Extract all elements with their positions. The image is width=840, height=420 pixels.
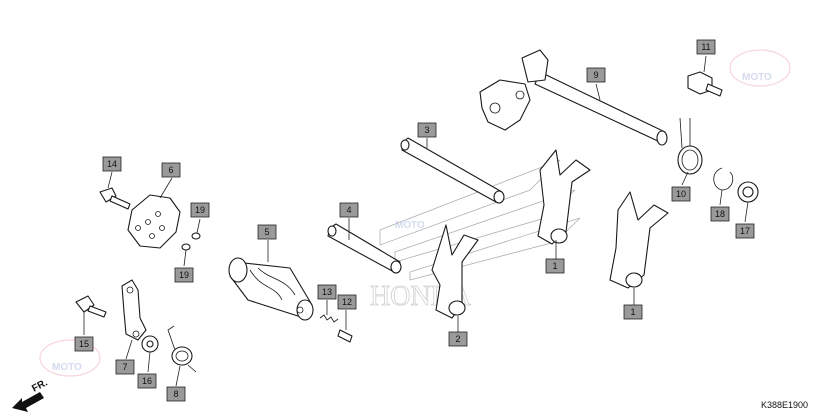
fork-shaft-long: [400, 137, 505, 204]
callout-15: 15: [74, 336, 94, 352]
callout-9: 9: [586, 67, 606, 83]
svg-text:1: 1: [552, 261, 557, 271]
dowel-pin-lower: [181, 243, 191, 251]
callout-8: 8: [166, 386, 186, 402]
svg-text:2: 2: [455, 334, 460, 344]
front-direction-label: FR.: [30, 377, 50, 394]
svg-text:4: 4: [346, 205, 351, 215]
callout-19-upper: 19: [190, 202, 210, 218]
svg-text:19: 19: [179, 270, 189, 280]
callout-4: 4: [339, 202, 359, 218]
bolt-11: [687, 71, 723, 97]
leader-lines: [83, 55, 749, 387]
callout-10: 10: [671, 186, 691, 202]
return-spring: [677, 117, 703, 175]
callout-19-lower: 19: [174, 267, 194, 283]
callout-16: 16: [137, 373, 157, 389]
svg-text:8: 8: [173, 389, 178, 399]
shift-fork-center: [431, 224, 479, 319]
gearshift-spindle: [479, 49, 668, 146]
watermark-text-top: MOTO: [742, 72, 772, 83]
callout-17: 17: [735, 223, 755, 239]
watermark-top-right: MOTO: [729, 49, 791, 87]
callout-1-upper-fork: 1: [545, 258, 565, 274]
shift-fork-upper: [537, 149, 591, 245]
diagram-reference-code: K388E1900: [760, 400, 808, 410]
callout-18: 18: [710, 206, 730, 222]
watermark-text-left: MOTO: [52, 362, 82, 373]
pin-12: [337, 329, 353, 343]
stopper-arm: [121, 279, 147, 341]
washer-17: [737, 181, 759, 203]
front-direction-arrow-icon: FR.: [12, 377, 50, 412]
svg-text:19: 19: [195, 205, 205, 215]
svg-text:11: 11: [701, 42, 710, 52]
svg-text:16: 16: [142, 376, 152, 386]
fork-shaft-short: [327, 223, 402, 274]
svg-text:6: 6: [168, 165, 173, 175]
svg-text:10: 10: [676, 189, 686, 199]
svg-text:9: 9: [593, 70, 598, 80]
watermark-left: MOTO: [39, 339, 101, 377]
svg-text:7: 7: [122, 362, 127, 372]
callout-5: 5: [257, 224, 277, 240]
bolt-15: [75, 295, 107, 318]
svg-text:1: 1: [630, 307, 635, 317]
callout-2: 2: [448, 331, 468, 347]
shift-fork-lower: [609, 191, 669, 289]
callout-3: 3: [417, 122, 437, 138]
svg-text:14: 14: [107, 159, 117, 169]
callout-7: 7: [115, 359, 135, 375]
svg-text:12: 12: [342, 297, 352, 307]
watermark-text-center: MOTO: [395, 220, 425, 231]
stopper-spring: [167, 325, 197, 373]
shift-drum: [228, 257, 314, 321]
callout-13: 13: [317, 284, 337, 300]
callout-12: 12: [337, 294, 357, 310]
watermark-center: MOTO: [395, 220, 425, 231]
callout-11: 11: [696, 39, 716, 55]
svg-text:18: 18: [715, 209, 725, 219]
svg-text:5: 5: [264, 227, 269, 237]
spring-13: [319, 314, 339, 323]
circlip-18: [713, 167, 734, 191]
callout-1-lower-fork: 1: [623, 304, 643, 320]
callout-14: 14: [102, 156, 122, 172]
bolt-14: [99, 187, 131, 210]
drum-center-plate: [127, 194, 181, 249]
callout-6: 6: [161, 162, 181, 178]
washer-16: [141, 335, 159, 353]
dowel-pin-upper: [191, 232, 201, 240]
svg-text:17: 17: [740, 226, 750, 236]
svg-text:13: 13: [322, 287, 332, 297]
svg-text:15: 15: [79, 339, 89, 349]
svg-text:3: 3: [424, 125, 429, 135]
